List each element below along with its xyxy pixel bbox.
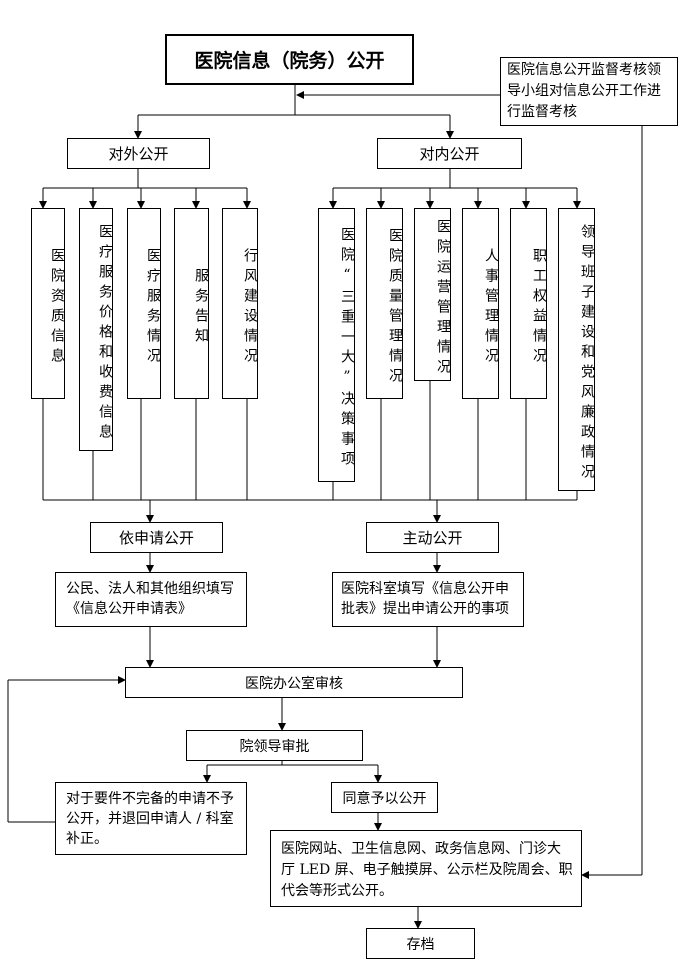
ext-item-service-notice: 服务告知 — [174, 208, 209, 399]
int-item-leadership: 领导班子建设和党风廉政情况 — [558, 208, 595, 491]
ext-item-service-status: 医疗服务情况 — [127, 208, 161, 399]
int-item-operation: 医院运营管理情况 — [414, 208, 451, 381]
int-item-quality: 医院质量管理情况 — [366, 208, 403, 399]
office-review-box: 医院办公室审核 — [125, 667, 463, 698]
reject-box: 对于要件不完备的申请不予公开，并退回申请人 / 科室补正。 — [55, 782, 247, 855]
int-item-staff-rights: 职工权益情况 — [510, 208, 547, 399]
channels-box: 医院网站、卫生信息网、政务信息网、门诊大厅 LED 屏、电子触摸屏、公示栏及院周… — [270, 830, 582, 907]
title-box: 医院信息（院务）公开 — [165, 34, 414, 85]
ext-item-qualification: 医院资质信息 — [31, 208, 65, 399]
agree-box: 同意予以公开 — [331, 782, 438, 813]
apply-form-box: 公民、法人和其他组织填写《信息公开申请表》 — [55, 572, 247, 627]
int-item-personnel: 人事管理情况 — [462, 208, 499, 399]
active-public-box: 主动公开 — [366, 522, 499, 553]
leader-approval-box: 院领导审批 — [186, 730, 363, 761]
archive-box: 存档 — [366, 928, 475, 959]
active-form-box: 医院科室填写《信息公开申批表》提出申请公开的事项 — [332, 572, 524, 627]
ext-item-price-fee: 医疗服务价格和收费信息 — [79, 208, 113, 451]
int-item-major-decisions: 医院“三重一大”决策事项 — [318, 208, 355, 482]
apply-public-box: 依申请公开 — [90, 522, 223, 553]
ext-item-conduct: 行风建设情况 — [222, 208, 258, 399]
supervision-box: 医院信息公开监督考核领导小组对信息公开工作进行监督考核 — [500, 57, 678, 126]
external-public-box: 对外公开 — [67, 138, 210, 169]
internal-public-box: 对内公开 — [377, 138, 522, 169]
